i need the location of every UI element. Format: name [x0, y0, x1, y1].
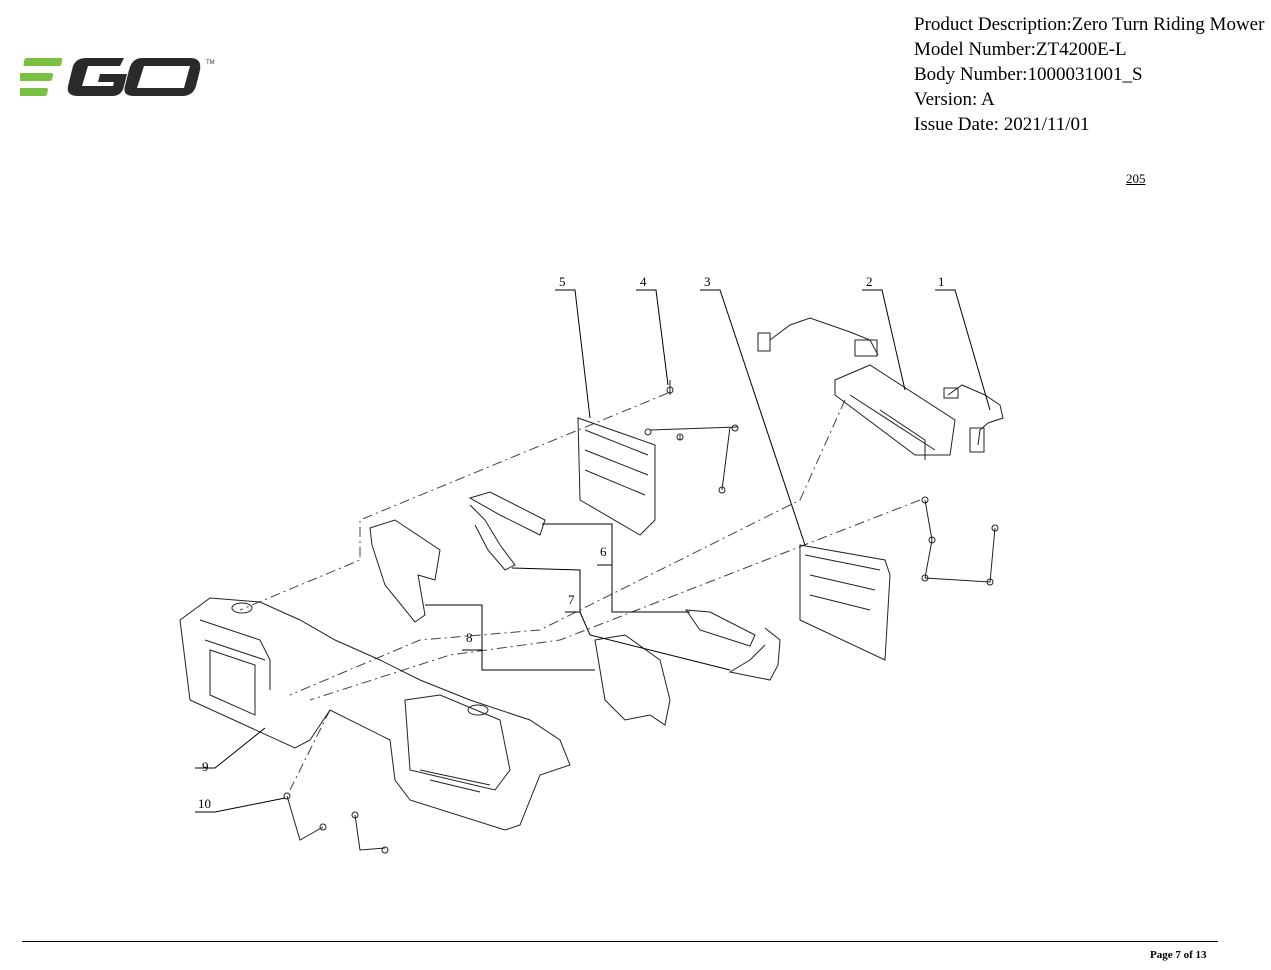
callout-1: 1 — [938, 274, 945, 289]
page-number: Page 7 of 13 — [1150, 949, 1207, 961]
part-8-housings — [369, 519, 671, 726]
svg-text:TM: TM — [206, 60, 215, 66]
document-info-block: Product Description:Zero Turn Riding Mow… — [914, 12, 1264, 137]
callout-6: 6 — [600, 544, 607, 559]
issue-date: Issue Date: 2021/11/01 — [914, 114, 1090, 135]
body-number: Body Number:1000031001_S — [914, 64, 1143, 85]
footer-divider — [22, 941, 1218, 942]
callout-3: 3 — [704, 274, 711, 289]
callout-5: 5 — [559, 274, 566, 289]
part-5-circuit-board — [577, 417, 656, 536]
part-6-light-bars — [468, 491, 756, 647]
part-7-brackets — [469, 504, 781, 681]
ego-logo: TM — [20, 58, 215, 96]
part-3-circuit-board — [799, 544, 891, 661]
product-description: Product Description:Zero Turn Riding Mow… — [914, 14, 1265, 35]
callout-9: 9 — [202, 759, 209, 774]
part-1-wire-harness — [943, 384, 1004, 453]
callout-2: 2 — [866, 274, 873, 289]
callout-10: 10 — [198, 796, 211, 811]
drawing-reference-number: 205 — [1126, 171, 1146, 186]
model-number: Model Number:ZT4200E-L — [914, 39, 1127, 60]
part-4-fasteners — [644, 380, 999, 586]
version: Version: A — [914, 89, 995, 110]
part-10-screws — [283, 792, 389, 854]
callout-8: 8 — [466, 630, 473, 645]
part-2-controller — [757, 317, 956, 460]
callout-4: 4 — [640, 274, 647, 289]
part-9-dash-body — [179, 597, 571, 831]
callout-7: 7 — [568, 592, 575, 607]
